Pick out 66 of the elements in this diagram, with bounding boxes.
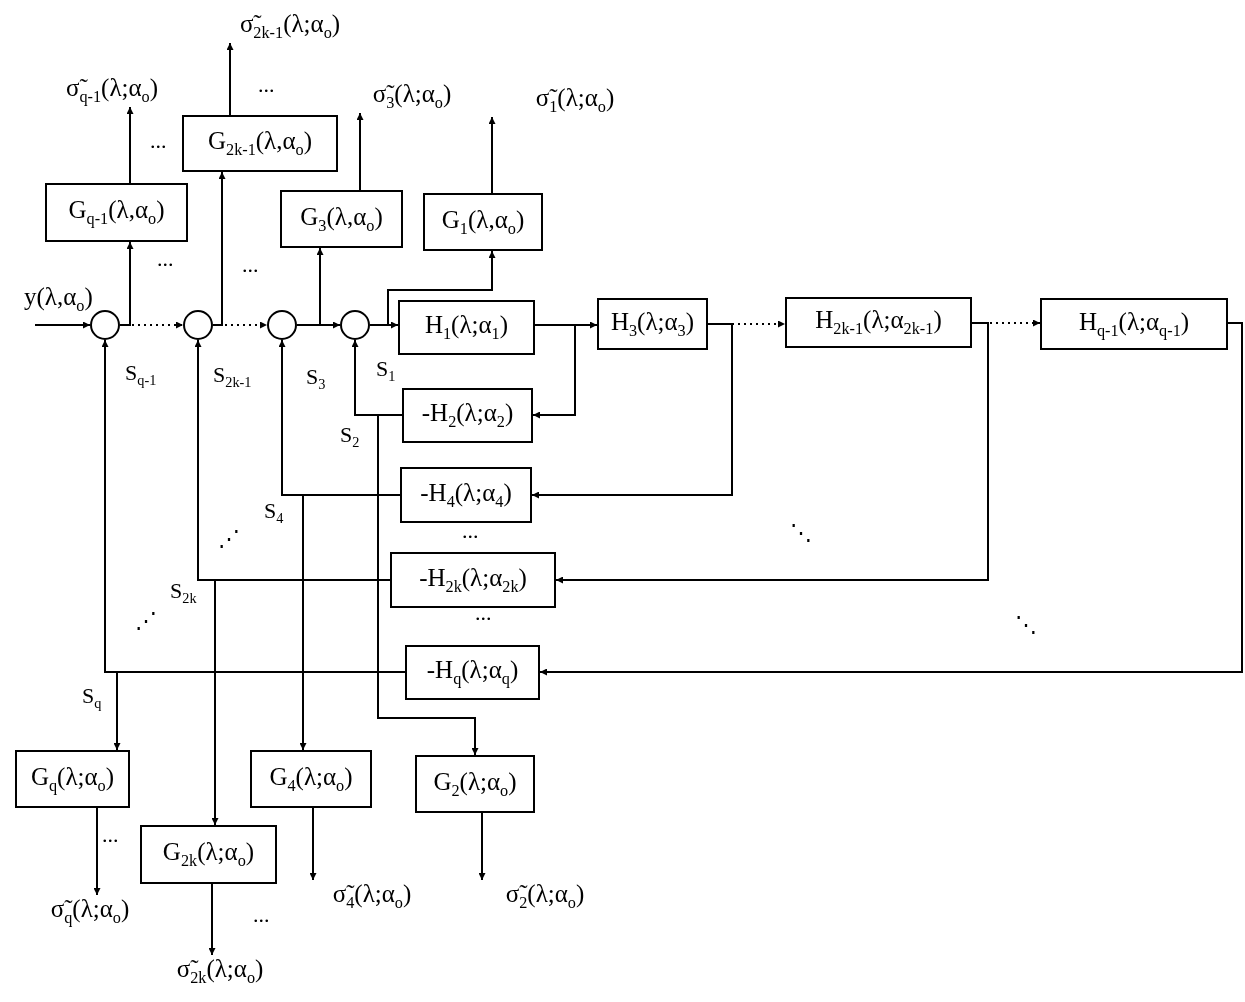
output-signal: σ̃$_{3}$(λ;α$_{o}$) (372, 80, 452, 113)
transfer-block: -H$_{2}$(λ;α$_{2}$) (402, 388, 533, 443)
output-signal: σ̃$_{2k-1}$(λ;α$_{o}$) (239, 10, 341, 43)
transfer-block: H$_{q-1}$(λ;α$_{q-1}$) (1040, 298, 1228, 350)
arrow (113, 671, 406, 751)
transfer-block: G$_{4}$(λ;α$_{o}$) (250, 750, 372, 808)
output-signal: σ̃$_{4}$(λ;α$_{o}$) (332, 880, 412, 913)
arrow (212, 171, 226, 326)
signal-name: S$_{2k}$ (170, 578, 197, 608)
transfer-block: G$_{2k-1}$(λ,α$_{o}$) (182, 115, 338, 172)
ellipsis: ⋰ (135, 608, 157, 634)
arrow (34, 321, 91, 329)
signal-name: S$_{4}$ (264, 498, 284, 528)
arrow (488, 116, 496, 194)
ellipsis: ⋱ (790, 520, 812, 546)
ellipsis: ... (150, 128, 167, 154)
arrow (126, 106, 134, 184)
arrow (532, 324, 576, 419)
signal-name: S$_{q}$ (82, 683, 102, 713)
arrow (531, 323, 733, 499)
arrow (356, 112, 364, 191)
signal-name: S$_{2}$ (340, 422, 360, 452)
summing-junction (183, 310, 213, 340)
transfer-block: H$_{3}$(λ;α$_{3}$) (597, 298, 708, 350)
transfer-block: -H$_{4}$(λ;α$_{4}$) (400, 467, 532, 523)
arrow (296, 247, 324, 326)
transfer-block: G$_{2}$(λ;α$_{o}$) (415, 755, 535, 813)
summing-junction (90, 310, 120, 340)
output-signal: σ̃$_{2k}$(λ;α$_{o}$) (176, 955, 264, 988)
transfer-block: G$_{3}$(λ,α$_{o}$) (280, 190, 403, 248)
ellipsis: ⋱ (1015, 612, 1037, 638)
arrow (478, 812, 486, 881)
signal-name: S$_{q-1}$ (125, 360, 157, 390)
arrow (555, 322, 989, 584)
arrow (93, 807, 101, 896)
transfer-block: H$_{1}$(λ;α$_{1}$) (398, 300, 535, 355)
arrow (539, 322, 1243, 676)
transfer-block: H$_{2k-1}$(λ;α$_{2k-1}$) (785, 297, 972, 348)
output-signal: σ̃$_{q}$(λ;α$_{o}$) (50, 895, 130, 928)
ellipsis: ... (157, 246, 174, 272)
output-signal: σ̃$_{1}$(λ;α$_{o}$) (535, 84, 615, 117)
arrow (119, 241, 134, 326)
ellipsis: ⋰ (218, 526, 240, 552)
signal-name: S$_{1}$ (376, 356, 396, 386)
ellipsis: ... (102, 822, 119, 848)
ellipsis: ... (253, 902, 270, 928)
transfer-block: G$_{q}$(λ;α$_{o}$) (15, 750, 130, 808)
arrow (309, 807, 317, 881)
arrow (226, 42, 234, 116)
transfer-block: G$_{2k}$(λ;α$_{o}$) (140, 825, 277, 884)
transfer-block: G$_{1}$(λ,α$_{o}$) (423, 193, 543, 251)
transfer-block: -H$_{2k}$(λ;α$_{2k}$) (390, 552, 556, 608)
summing-junction (340, 310, 370, 340)
signal-name: S$_{3}$ (306, 364, 326, 394)
ellipsis: ... (258, 72, 275, 98)
output-signal: σ̃$_{q-1}$(λ;α$_{o}$) (65, 74, 159, 107)
arrow (377, 414, 479, 756)
signal-name: S$_{2k-1}$ (213, 362, 252, 392)
arrow (369, 250, 496, 326)
transfer-block: G$_{q-1}$(λ,α$_{o}$) (45, 183, 188, 242)
arrow (208, 883, 216, 956)
arrow (299, 494, 401, 751)
summing-junction (267, 310, 297, 340)
ellipsis: ... (242, 252, 259, 278)
output-signal: σ̃$_{2}$(λ;α$_{o}$) (505, 880, 585, 913)
transfer-block: -H$_{q}$(λ;α$_{q}$) (405, 645, 540, 700)
